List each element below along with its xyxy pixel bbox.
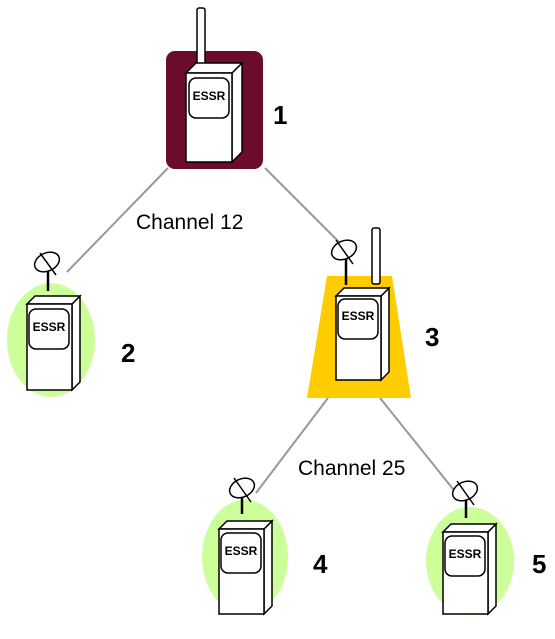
essr-unit: ESSR: [184, 61, 244, 164]
unit-label: ESSR: [225, 544, 258, 558]
node-2: ESSR 2: [7, 251, 135, 397]
essr-unit: ESSR: [441, 522, 498, 616]
rod-antenna-icon: [371, 227, 381, 285]
node-4-number: 4: [313, 549, 328, 579]
unit-screen: [220, 532, 262, 574]
unit-screen: [188, 77, 230, 119]
link-3-4: [255, 397, 329, 494]
unit-top: [217, 520, 274, 530]
unit-side: [71, 294, 81, 392]
link-1-3: [264, 167, 341, 244]
node-3-number: 3: [425, 322, 439, 352]
dish-antenna-icon: [330, 239, 358, 285]
unit-top: [441, 523, 498, 533]
unit-screen: [337, 298, 379, 340]
essr-unit: ESSR: [217, 519, 274, 616]
unit-label: ESSR: [33, 320, 66, 334]
dish-antenna-icon: [228, 477, 256, 514]
node-4: ESSR 4: [202, 477, 328, 616]
unit-screen: [28, 308, 70, 350]
unit-top: [184, 62, 244, 74]
link-3-5: [379, 397, 458, 495]
dish-antenna-icon: [33, 251, 61, 291]
node-1: ESSR 1: [166, 7, 287, 169]
rod-antenna-icon: [196, 7, 206, 66]
unit-side: [380, 286, 390, 382]
node-3: ESSR 3: [307, 227, 439, 398]
unit-side: [231, 61, 243, 164]
node-1-number: 1: [273, 100, 287, 130]
link-1-2: [66, 167, 169, 273]
links: [66, 167, 458, 495]
unit-top: [334, 287, 391, 297]
unit-top: [25, 295, 82, 305]
node-2-number: 2: [121, 338, 135, 368]
unit-side: [487, 522, 497, 616]
node-5: ESSR 5: [426, 480, 546, 616]
essr-unit: ESSR: [25, 294, 82, 392]
link-label-channel-25: Channel 25: [298, 457, 405, 480]
link-label-channel-12: Channel 12: [136, 211, 243, 234]
node-5-number: 5: [532, 549, 546, 579]
unit-side: [263, 519, 273, 616]
dish-antenna-icon: [451, 480, 479, 518]
unit-label: ESSR: [342, 309, 375, 323]
essr-unit: ESSR: [334, 286, 391, 382]
unit-screen: [444, 535, 486, 577]
unit-label: ESSR: [193, 89, 226, 103]
unit-label: ESSR: [449, 547, 482, 561]
